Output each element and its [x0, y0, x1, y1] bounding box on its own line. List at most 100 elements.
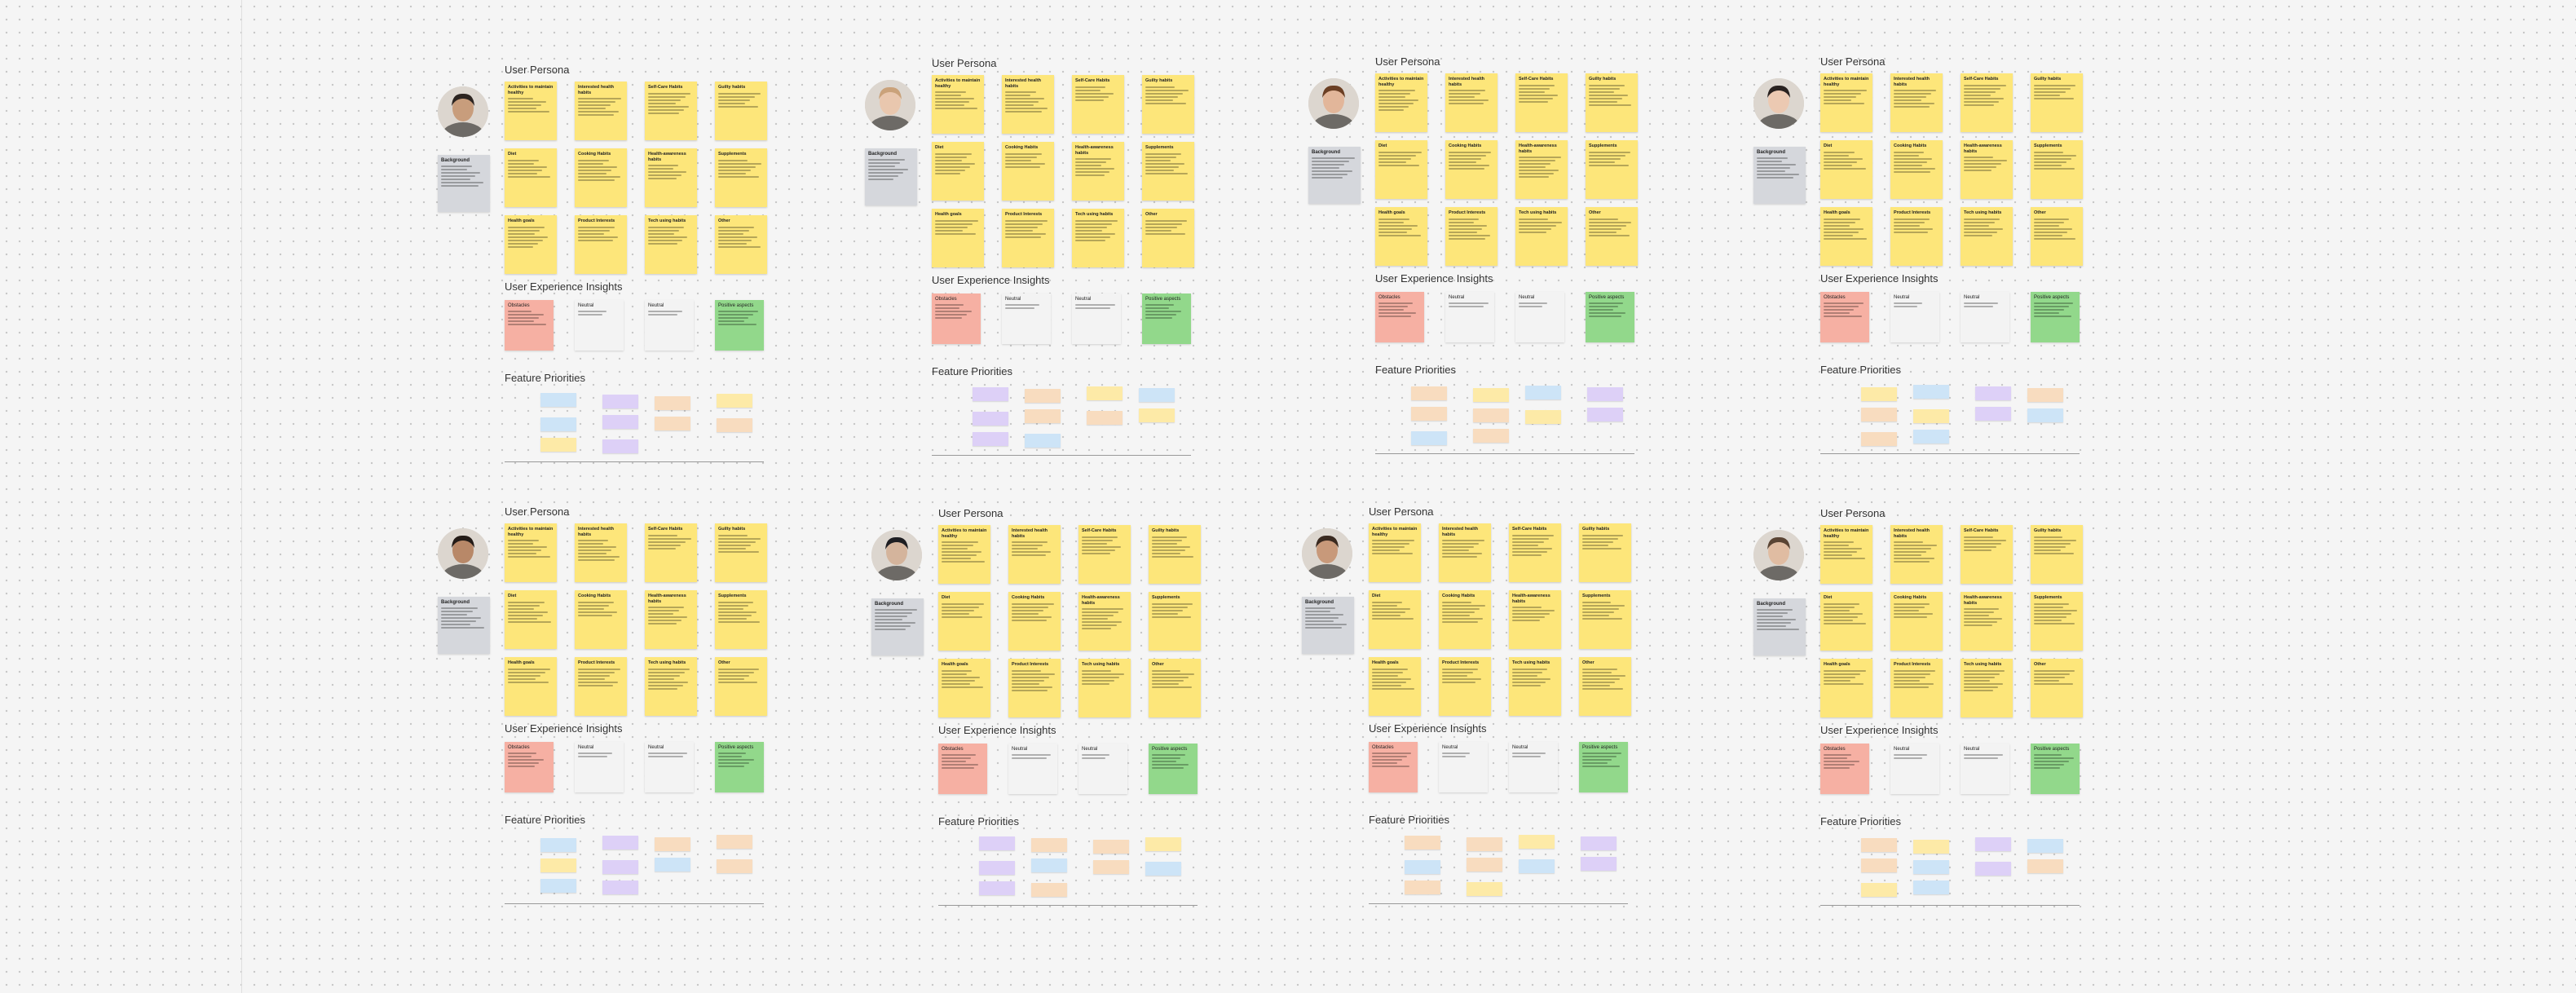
- text-line: [441, 627, 484, 629]
- text-line: [1519, 227, 1552, 230]
- text-line: [1519, 306, 1543, 307]
- text-line: [1512, 668, 1548, 670]
- card-heading: Health-awareness habits: [1964, 143, 2002, 154]
- text-line: [1964, 231, 1998, 233]
- text-line: [1312, 170, 1353, 172]
- card-heading: Tech using habits: [1519, 210, 1557, 215]
- text-line: [1005, 101, 1039, 104]
- card-heading: Interested health habits: [1449, 77, 1485, 87]
- card-heading: Supplements: [1582, 594, 1611, 598]
- feature-card: [540, 438, 576, 452]
- text-line: [1824, 231, 1859, 233]
- sticky-supplements: Supplements: [1142, 142, 1194, 201]
- persona-title: User Persona: [1375, 55, 1440, 68]
- ux-title: User Experience Insights: [1375, 272, 1493, 285]
- text-line: [1964, 615, 1989, 617]
- text-line: [1378, 234, 1421, 236]
- text-line: [1964, 682, 2004, 685]
- ux-card-neutral: Neutral: [1961, 744, 2009, 794]
- text-line: [2034, 679, 2060, 682]
- sticky-product-interests: Product Interests: [575, 215, 627, 274]
- card-heading: Neutral: [1449, 295, 1465, 300]
- text-line: [648, 99, 681, 101]
- text-line: [441, 172, 481, 174]
- text-line: [1964, 608, 2000, 611]
- sticky-activities: Activities to maintain healthy: [1820, 73, 1872, 132]
- text-line: [1378, 151, 1422, 153]
- text-line: [1589, 221, 1632, 223]
- text-line: [868, 169, 909, 170]
- text-line: [1372, 756, 1407, 757]
- text-line: [1012, 757, 1047, 759]
- text-line: [1519, 87, 1550, 90]
- card-heading: Cooking Habits: [1894, 595, 1927, 600]
- text-line: [1964, 97, 2005, 99]
- card-heading: Neutral: [1075, 297, 1092, 302]
- text-line: [508, 674, 540, 677]
- priority-axis: [938, 905, 1198, 906]
- ux-title: User Experience Insights: [505, 722, 623, 735]
- text-line: [1894, 224, 1920, 227]
- card-heading: Activities to maintain healthy: [508, 527, 554, 537]
- text-line: [935, 314, 967, 316]
- text-line: [1005, 166, 1040, 168]
- text-line: [942, 554, 977, 557]
- text-line: [1372, 601, 1402, 603]
- ux-card-neutral: Neutral: [575, 300, 624, 351]
- text-line: [1378, 109, 1404, 112]
- text-line: [718, 159, 748, 161]
- text-line: [1964, 90, 1996, 93]
- feature-card: [1025, 434, 1061, 448]
- text-line: [2034, 552, 2075, 554]
- card-heading: Positive aspects: [2034, 295, 2070, 300]
- card-heading: Positive aspects: [718, 303, 754, 308]
- feature-card: [1139, 388, 1175, 402]
- text-line: [578, 311, 607, 312]
- text-line: [1964, 87, 2001, 90]
- text-line: [1824, 218, 1860, 220]
- text-line: [1894, 103, 1934, 105]
- sticky-diet: Diet: [1369, 590, 1421, 649]
- text-line: [718, 611, 757, 613]
- text-line: [1512, 681, 1546, 683]
- text-line: [718, 239, 752, 241]
- text-line: [1012, 602, 1054, 605]
- text-line: [578, 159, 609, 161]
- text-line: [942, 548, 968, 550]
- card-heading: Cooking Habits: [578, 152, 611, 157]
- sticky-other: Other: [2031, 207, 2083, 266]
- text-line: [718, 242, 748, 245]
- text-line: [1824, 551, 1857, 554]
- text-line: [1964, 227, 2003, 230]
- text-line: [508, 556, 550, 558]
- card-heading: Other: [1145, 212, 1158, 217]
- feature-card: [973, 412, 1008, 426]
- text-line: [1378, 106, 1409, 108]
- text-line: [942, 761, 967, 762]
- card-heading: Tech using habits: [1075, 212, 1114, 217]
- text-line: [1005, 162, 1045, 165]
- text-line: [1075, 86, 1105, 88]
- text-line: [1757, 609, 1793, 611]
- text-line: [2034, 549, 2062, 551]
- feature-card: [717, 859, 752, 873]
- text-line: [1152, 616, 1192, 618]
- feature-card: [1861, 883, 1897, 897]
- text-line: [1589, 231, 1617, 233]
- text-line: [1305, 611, 1330, 612]
- text-line: [1824, 622, 1867, 624]
- person-photo-icon: [1753, 78, 1804, 129]
- text-line: [2034, 167, 2075, 170]
- text-line: [1378, 218, 1409, 220]
- text-line: [718, 95, 756, 98]
- text-line: [718, 668, 760, 670]
- text-line: [1442, 674, 1468, 677]
- text-line: [942, 682, 970, 685]
- text-line: [648, 677, 675, 680]
- sticky-self-care: Self-Care Habits: [1509, 523, 1561, 582]
- text-line: [1894, 90, 1937, 92]
- text-line: [1378, 90, 1416, 92]
- sticky-activities: Activities to maintain healthy: [505, 523, 557, 582]
- text-line: [1012, 551, 1052, 554]
- card-heading: Obstacles: [1378, 295, 1400, 300]
